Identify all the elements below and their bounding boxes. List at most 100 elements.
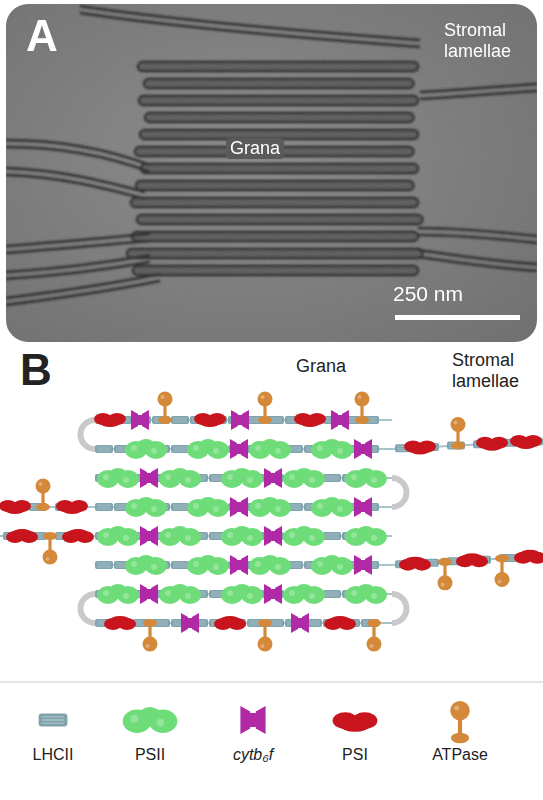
psii-complex: [187, 497, 229, 517]
psi-complex: [456, 553, 488, 567]
lhcii-complex: [95, 503, 113, 511]
psi-complex: [404, 441, 436, 455]
atp-synthase: [438, 558, 453, 591]
lhcii-complex: [171, 416, 189, 424]
psi-complex: [294, 413, 326, 427]
psii-complex: [125, 555, 167, 575]
legend-icon: [123, 707, 178, 733]
legend-icon: [450, 701, 470, 743]
micrograph-ground: [6, 4, 537, 342]
psii-complex: [159, 526, 201, 546]
psi-complex: [6, 529, 38, 543]
legend-icon: [333, 712, 378, 732]
psi-complex: [94, 413, 126, 427]
psi-complex: [214, 616, 246, 630]
psii-complex: [97, 584, 139, 604]
legend-separator: [0, 681, 543, 683]
lhcii-complex: [323, 590, 341, 598]
grana-margin: [392, 478, 407, 507]
atp-synthase: [258, 392, 273, 425]
lhcii-complex: [171, 561, 189, 569]
cytb6f-complex: [264, 526, 282, 546]
psii-complex: [311, 439, 353, 459]
micrograph-grain: [6, 4, 537, 342]
cytb6f-complex: [230, 439, 248, 459]
psii-complex: [187, 439, 229, 459]
psii-complex: [311, 555, 353, 575]
atp-synthase: [367, 619, 382, 652]
atp-synthase: [451, 417, 466, 450]
grana-margin: [81, 594, 96, 623]
cytb6f-complex: [140, 526, 158, 546]
cytb6f-complex: [140, 468, 158, 488]
psii-complex: [283, 584, 325, 604]
legend-item: PSI: [305, 698, 405, 764]
legend-swatch: [120, 698, 180, 744]
legend-label: PSI: [305, 746, 405, 764]
scale-bar: [395, 315, 520, 320]
psi-complex: [62, 529, 94, 543]
structure-label: Stromal lamellae: [444, 20, 528, 61]
psii-complex: [345, 468, 387, 488]
psii-complex: [249, 555, 291, 575]
psi-complex: [324, 616, 356, 630]
psii-complex: [311, 497, 353, 517]
structure-label: Grana: [296, 356, 346, 377]
psii-complex: [221, 468, 263, 488]
psii-complex: [345, 584, 387, 604]
legend-label: PSII: [100, 746, 200, 764]
panel-letter: B: [20, 348, 52, 392]
legend-swatch: [223, 698, 283, 744]
legend-swatch: [23, 698, 83, 744]
psii-complex: [283, 468, 325, 488]
psii-complex: [249, 497, 291, 517]
psi-complex: [514, 550, 543, 564]
atp-synthase: [258, 619, 273, 652]
cytb6f-complex: [264, 468, 282, 488]
scale-label: 250 nm: [393, 282, 463, 306]
legend-item: LHCII: [3, 698, 103, 764]
cytb6f-complex: [354, 439, 372, 459]
cytb6f-complex: [230, 555, 248, 575]
legend-label: ATPase: [410, 746, 510, 764]
structure-label: Stromal lamellae: [452, 350, 536, 391]
psi-complex: [476, 437, 508, 451]
psi-complex: [104, 616, 136, 630]
cytb6f-complex: [140, 584, 158, 604]
legend-item: cytb₆f: [203, 698, 303, 764]
legend-item: PSII: [100, 698, 200, 764]
psii-complex: [249, 439, 291, 459]
grana-margin: [81, 420, 96, 449]
psi-complex: [510, 435, 542, 449]
legend-swatch: [325, 698, 385, 744]
cytb6f-complex: [264, 584, 282, 604]
grana-margin: [392, 594, 407, 623]
atp-synthase: [495, 554, 510, 587]
cytb6f-complex: [230, 497, 248, 517]
psii-complex: [345, 526, 387, 546]
psii-complex: [125, 497, 167, 517]
atp-synthase: [158, 392, 173, 425]
psii-complex: [97, 468, 139, 488]
psii-complex: [187, 555, 229, 575]
psi-complex: [0, 500, 31, 514]
psii-complex: [125, 439, 167, 459]
psi-complex: [56, 500, 88, 514]
panel-letter: A: [26, 14, 58, 58]
legend-swatch: [430, 698, 490, 744]
lhcii-complex: [323, 474, 341, 482]
lhcii-complex: [95, 561, 113, 569]
psi-complex: [399, 557, 431, 571]
legend-icon: [39, 714, 68, 727]
legend-item: ATPase: [410, 698, 510, 764]
lhcii-complex: [171, 445, 189, 453]
cytb6f-complex: [354, 555, 372, 575]
atp-synthase: [355, 392, 370, 425]
psii-complex: [283, 526, 325, 546]
psii-complex: [97, 526, 139, 546]
psii-complex: [159, 468, 201, 488]
legend-label: cytb₆f: [203, 746, 303, 764]
lhcii-complex: [171, 503, 189, 511]
